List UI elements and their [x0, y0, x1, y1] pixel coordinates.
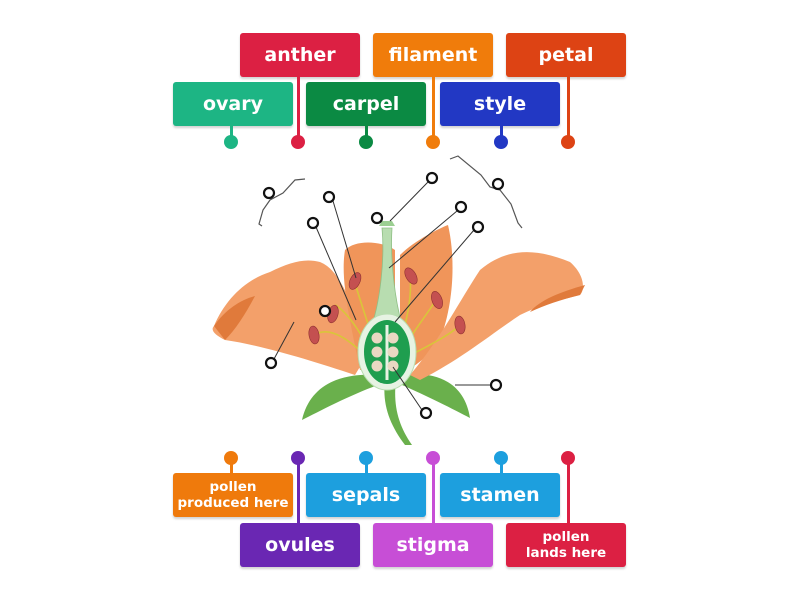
label-text: style [473, 93, 527, 115]
flower-stem [384, 380, 412, 445]
drop-target[interactable] [262, 186, 276, 200]
pin-dot-stamen[interactable] [494, 451, 508, 465]
sepal-left [302, 374, 380, 420]
label-carpel[interactable]: carpel [306, 82, 426, 126]
label-text: ovary [202, 93, 263, 115]
pin-dot-stigma[interactable] [426, 451, 440, 465]
petal-right [410, 252, 583, 380]
drop-target[interactable] [370, 211, 384, 225]
drop-target[interactable] [322, 190, 336, 204]
label-text: sepals [331, 484, 401, 506]
pin-stem-ovary [230, 126, 233, 140]
drop-target[interactable] [264, 356, 278, 370]
anthers [308, 267, 466, 345]
label-text-line1: pollen [209, 479, 257, 495]
label-text: stamen [460, 484, 540, 506]
ovules-shape [371, 332, 399, 372]
pin-dot-ovary[interactable] [224, 135, 238, 149]
label-stigma[interactable]: stigma [373, 523, 493, 567]
drop-target[interactable] [306, 216, 320, 230]
label-text: anther [264, 44, 336, 66]
drop-target[interactable] [425, 171, 439, 185]
pin-stem-ovules [297, 460, 300, 524]
pin-dot-filament[interactable] [426, 135, 440, 149]
leader-lines [273, 181, 492, 411]
pin-dot-carpel[interactable] [359, 135, 373, 149]
label-style[interactable]: style [440, 82, 560, 126]
label-text-line2: produced here [177, 495, 289, 511]
bracket-carpel [449, 155, 523, 229]
pin-stem-anther [297, 77, 300, 140]
label-sepals[interactable]: sepals [306, 473, 426, 517]
pin-dot-pollen-lands-here[interactable] [561, 451, 575, 465]
label-text-line1: pollen [542, 529, 590, 545]
label-stamen[interactable]: stamen [440, 473, 560, 517]
label-ovary[interactable]: ovary [173, 82, 293, 126]
label-text: stigma [396, 534, 470, 556]
pin-dot-ovules[interactable] [291, 451, 305, 465]
drop-target[interactable] [489, 378, 503, 392]
label-pollen-lands-here[interactable]: pollen lands here [506, 523, 626, 567]
petal-left [212, 260, 370, 375]
petal-right-fold [530, 285, 585, 312]
pin-dot-sepals[interactable] [359, 451, 373, 465]
pin-stem-carpel [365, 126, 368, 140]
sepal-right [400, 374, 470, 418]
pin-stem-style [500, 126, 503, 140]
label-text-line2: lands here [525, 545, 607, 561]
pin-stem-pollen-produced-here [230, 460, 233, 474]
drop-target[interactable] [454, 200, 468, 214]
pin-stem-sepals [365, 460, 368, 474]
drop-target[interactable] [419, 406, 433, 420]
label-text: ovules [265, 534, 335, 556]
pin-dot-pollen-produced-here[interactable] [224, 451, 238, 465]
pin-stem-petal [567, 77, 570, 140]
bracket-stamen [258, 178, 306, 227]
label-anther[interactable]: anther [240, 33, 360, 77]
label-text: filament [388, 44, 478, 66]
label-ovules[interactable]: ovules [240, 523, 360, 567]
pin-stem-stamen [500, 460, 503, 474]
stigma-shape [379, 221, 395, 226]
drop-target[interactable] [318, 304, 332, 318]
drop-target[interactable] [491, 177, 505, 191]
pin-stem-filament [432, 77, 435, 140]
pin-dot-petal[interactable] [561, 135, 575, 149]
pin-stem-stigma [432, 460, 435, 524]
ovary-septum [385, 325, 389, 380]
pin-dot-anther[interactable] [291, 135, 305, 149]
pin-dot-style[interactable] [494, 135, 508, 149]
label-pollen-produced-here[interactable]: pollen produced here [173, 473, 293, 517]
flower-diagram [212, 155, 585, 445]
label-petal[interactable]: petal [506, 33, 626, 77]
label-text: carpel [332, 93, 400, 115]
label-text: petal [538, 44, 594, 66]
drop-target[interactable] [471, 220, 485, 234]
label-filament[interactable]: filament [373, 33, 493, 77]
petal-left-fold [214, 296, 255, 340]
pin-stem-pollen-lands-here [567, 460, 570, 524]
